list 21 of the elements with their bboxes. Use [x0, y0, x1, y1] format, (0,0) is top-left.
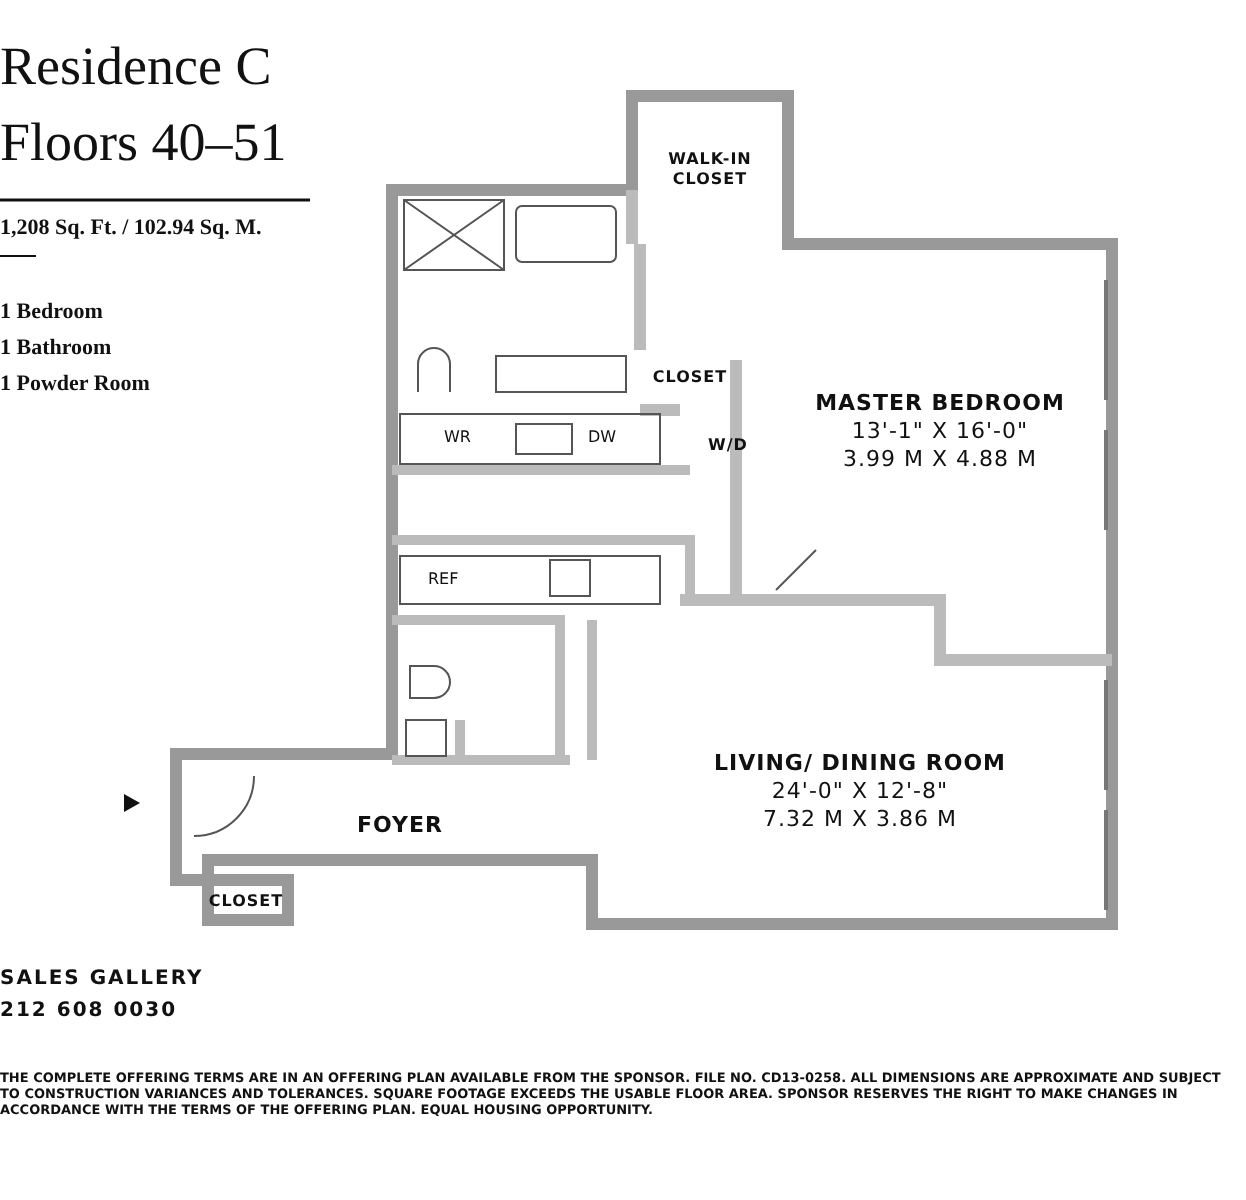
plan-title: Residence C Floors 40–51	[0, 34, 289, 176]
room-count: 1 Bedroom	[0, 300, 103, 324]
room-name: MASTER BEDROOM	[813, 390, 1067, 418]
room-count: 1 Powder Room	[0, 372, 150, 396]
room-name: CLOSET	[650, 368, 730, 388]
room-name: W/D	[706, 436, 750, 456]
area-text: 1,208 Sq. Ft. / 102.94 Sq. M.	[0, 216, 262, 240]
room-dimensions: 3.99 M X 4.88 M	[841, 446, 1039, 474]
room-dimensions: 7.32 M X 3.86 M	[761, 806, 959, 834]
room-name: CLOSET	[206, 892, 286, 912]
room-count: 1 Bathroom	[0, 336, 112, 360]
phone-number: 212 608 0030	[0, 1000, 178, 1022]
room-name: FOYER	[355, 812, 445, 840]
room-name: WALK-IN CLOSET	[666, 150, 754, 190]
room-dimensions: 13'-1" X 16'-0"	[849, 418, 1031, 446]
contact-heading: SALES GALLERY	[0, 968, 204, 990]
room-name: LIVING/ DINING ROOM	[712, 750, 1008, 778]
fixture-label: WR	[444, 428, 471, 446]
room-dimensions: 24'-0" X 12'-8"	[769, 778, 951, 806]
fixture-label: REF	[428, 570, 459, 588]
fixture-label: DW	[588, 428, 617, 446]
